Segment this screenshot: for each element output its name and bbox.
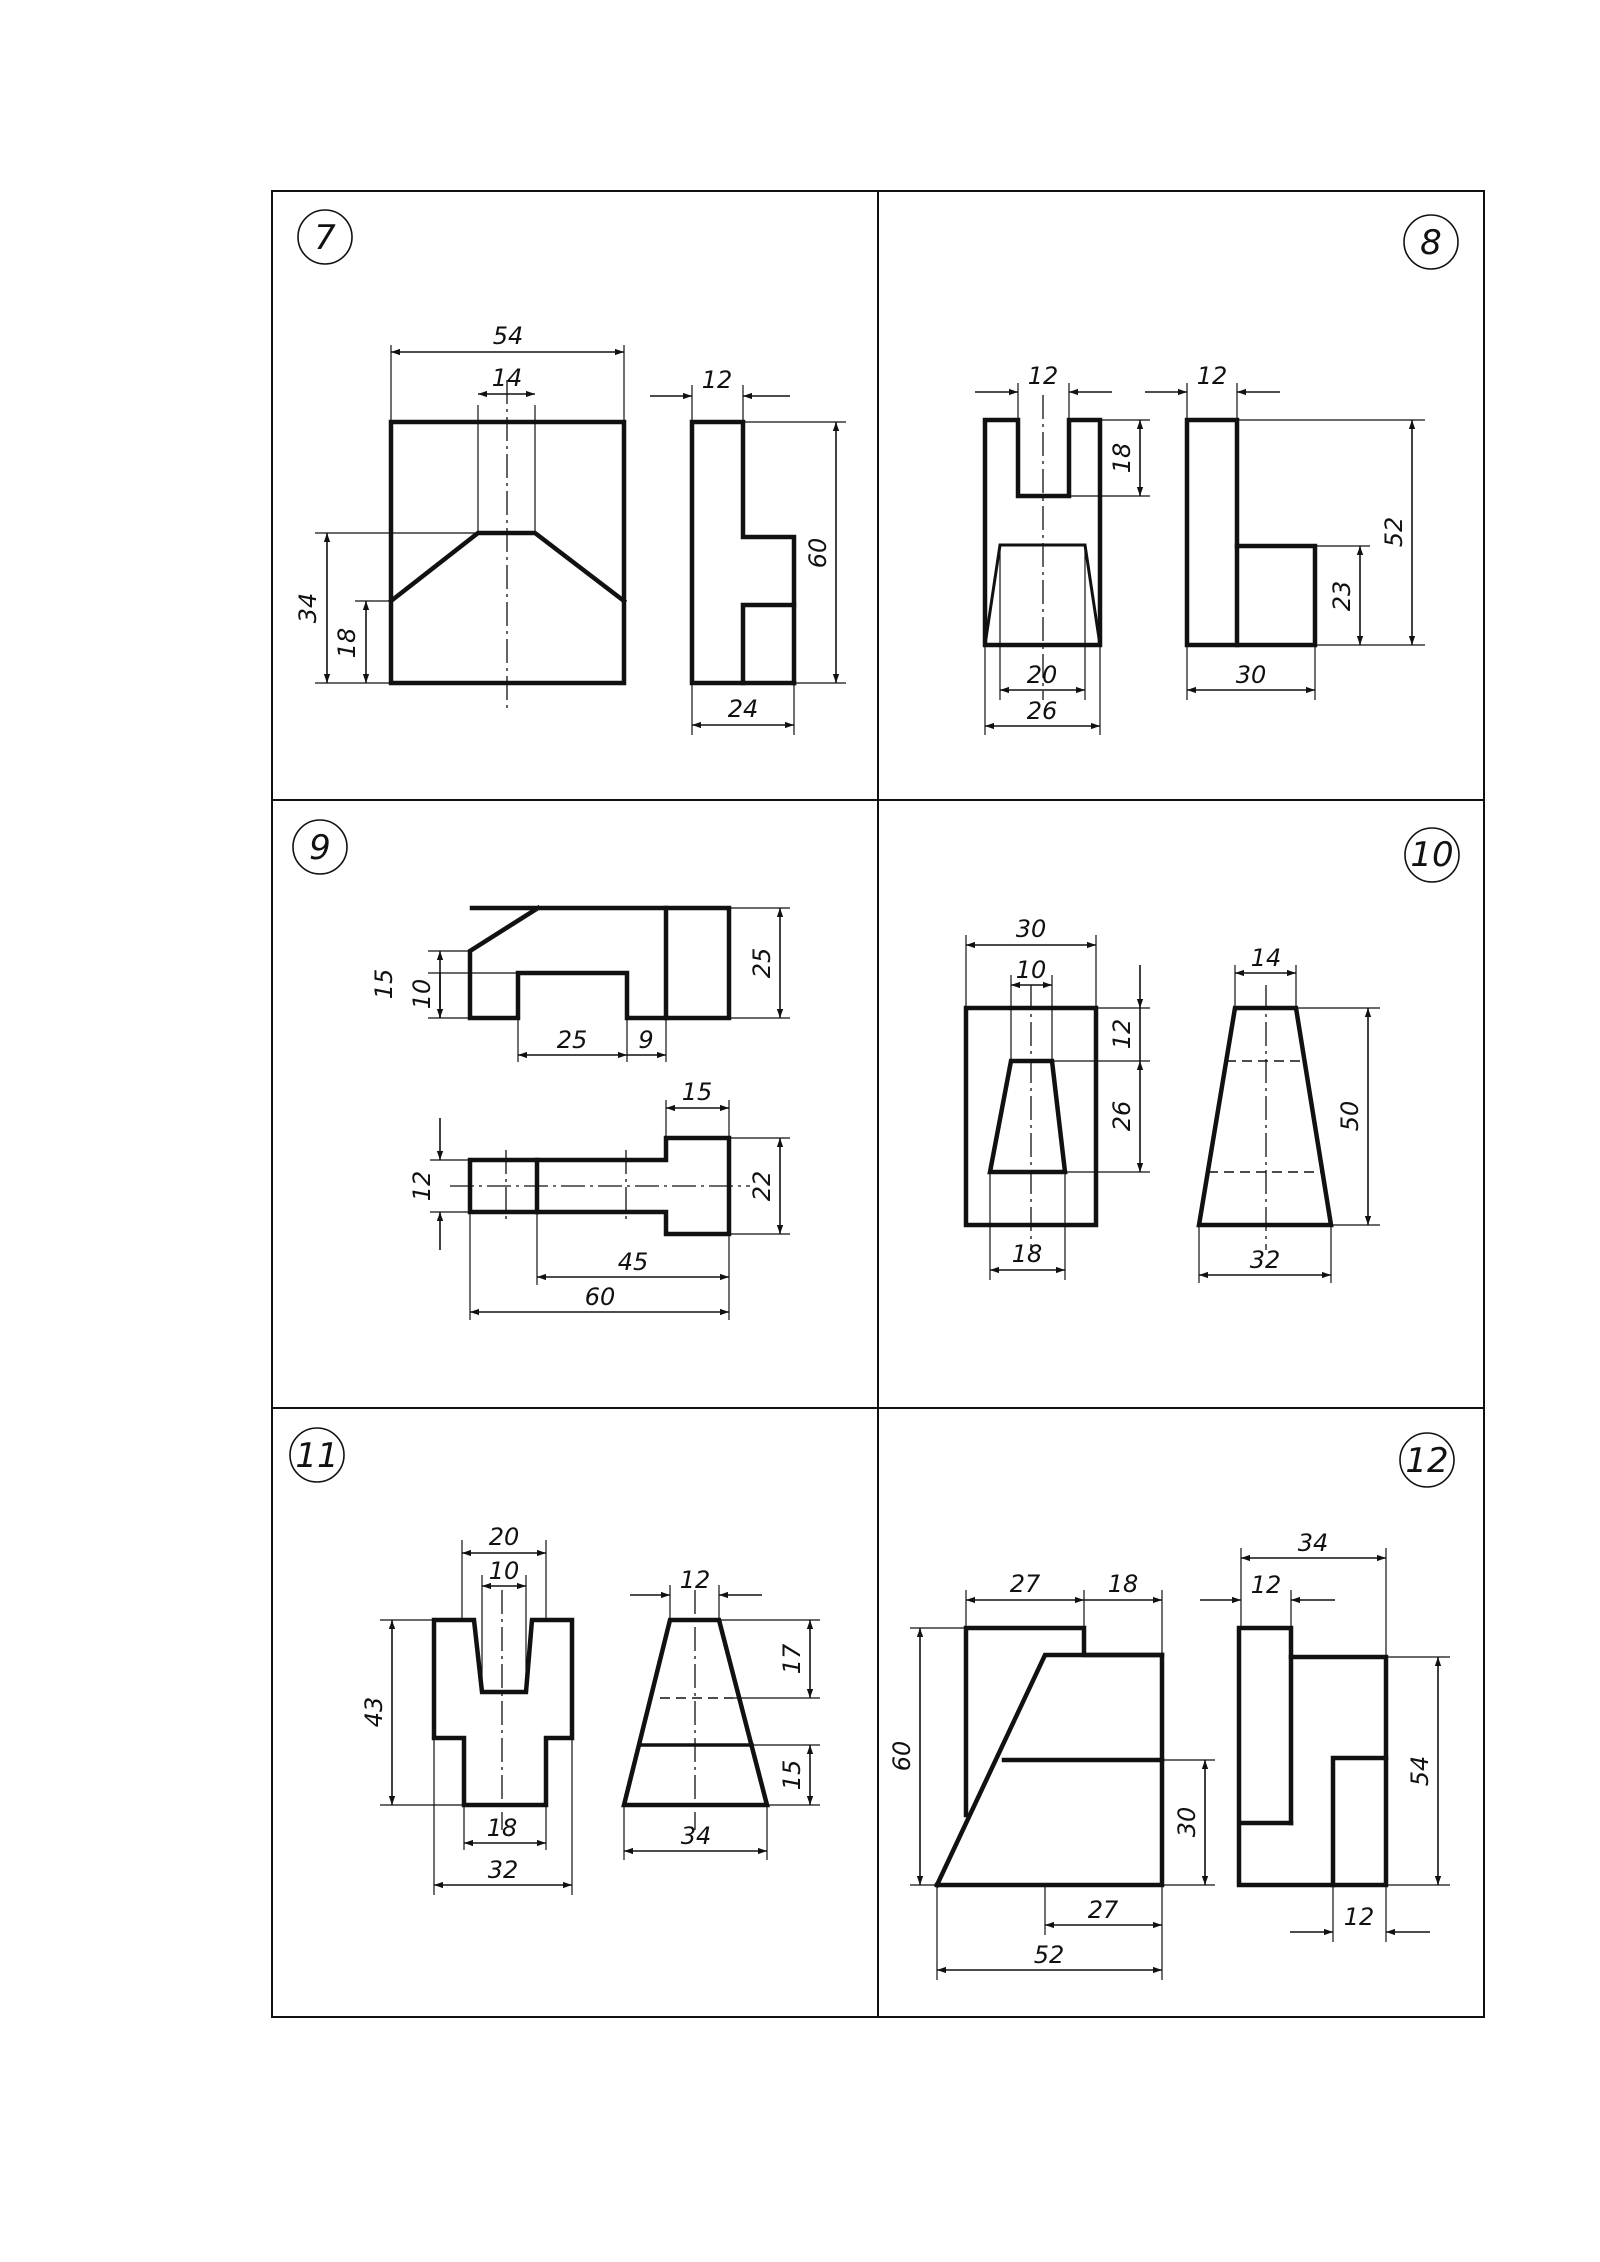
panel-7-number: 7 — [314, 218, 336, 258]
panel-7-number-circle — [297, 209, 353, 265]
dim-10-50: 50 — [1336, 1101, 1364, 1132]
dim-7-14: 14 — [492, 364, 523, 392]
dim-10-26: 26 — [1108, 1101, 1136, 1132]
panel-8-number-circle — [1403, 214, 1459, 270]
panel-9: 9 15 10 25 25 9 — [292, 819, 790, 1320]
dim-11-20: 20 — [489, 1523, 520, 1551]
panel-12-front-view — [934, 1625, 1165, 1888]
dim-10-18: 18 — [1012, 1240, 1043, 1268]
dim-7-34: 34 — [294, 593, 322, 624]
dim-9-45: 45 — [618, 1248, 649, 1276]
panel-10: 10 30 10 12 26 — [963, 827, 1460, 1283]
dim-12-27-top: 27 — [1010, 1570, 1041, 1598]
dim-12-54: 54 — [1406, 1756, 1434, 1787]
dim-12-12-top: 12 — [1251, 1571, 1282, 1599]
panel-8-side-view — [1184, 417, 1318, 648]
dim-7-12: 12 — [702, 366, 733, 394]
dim-12-30: 30 — [1173, 1807, 1201, 1838]
dim-7-54: 54 — [493, 322, 524, 350]
panel-10-number: 10 — [1410, 835, 1453, 875]
dim-12-12-bottom: 12 — [1344, 1903, 1375, 1931]
dim-8-26: 26 — [1027, 697, 1058, 725]
dim-10-32: 32 — [1250, 1246, 1281, 1274]
dim-8-12-side: 12 — [1197, 362, 1228, 390]
dim-10-14: 14 — [1251, 944, 1282, 972]
dim-11-17: 17 — [778, 1643, 806, 1674]
panel-11-front-view — [431, 1590, 575, 1830]
panel-9-top-view — [450, 1135, 750, 1237]
dim-10-10: 10 — [1016, 956, 1047, 984]
panel-11-number-circle — [289, 1427, 345, 1483]
panel-12-number-circle — [1399, 1432, 1455, 1488]
sheet-frame — [271, 190, 1485, 2018]
dim-10-12: 12 — [1108, 1019, 1136, 1050]
dim-12-52: 52 — [1034, 1941, 1065, 1969]
dim-8-20: 20 — [1027, 661, 1058, 689]
dim-7-24: 24 — [728, 695, 759, 723]
panel-9-number: 9 — [309, 828, 331, 868]
dim-12-60: 60 — [888, 1741, 916, 1772]
dim-12-18: 18 — [1108, 1570, 1139, 1598]
dim-9-12: 12 — [408, 1171, 436, 1202]
dim-9-10: 10 — [408, 979, 436, 1010]
dim-12-27-bottom: 27 — [1088, 1896, 1119, 1924]
panel-11-side-view — [621, 1590, 770, 1830]
panel-12-side-view — [1236, 1625, 1389, 1888]
dim-8-52: 52 — [1380, 517, 1408, 548]
panel-11: 11 20 10 43 18 3 — [289, 1427, 820, 1895]
panel-10-side-view — [1196, 985, 1334, 1250]
dim-12-34: 34 — [1298, 1529, 1329, 1557]
dim-9-60: 60 — [585, 1283, 616, 1311]
panel-10-front-view — [963, 985, 1099, 1250]
dim-10-30: 30 — [1016, 915, 1047, 943]
dim-8-18: 18 — [1108, 443, 1136, 474]
panel-12-number: 12 — [1405, 1441, 1448, 1481]
panel-9-number-circle — [292, 819, 348, 875]
panel-8-front-view — [982, 395, 1103, 700]
dim-9-22: 22 — [748, 1171, 776, 1202]
panel-7: 7 54 14 12 34 — [294, 209, 846, 735]
panel-9-front-view — [467, 904, 732, 1021]
dim-11-15: 15 — [778, 1760, 806, 1791]
dim-11-10: 10 — [489, 1557, 520, 1585]
dim-8-12-front: 12 — [1028, 362, 1059, 390]
dim-9-25-vertical: 25 — [748, 948, 776, 979]
dim-11-32: 32 — [488, 1856, 519, 1884]
dim-11-43: 43 — [360, 1697, 388, 1728]
dim-7-18: 18 — [333, 628, 361, 659]
dim-9-15-top: 15 — [682, 1078, 713, 1106]
dim-9-9: 9 — [638, 1026, 653, 1054]
dim-9-25-horizontal: 25 — [557, 1026, 588, 1054]
dim-11-12: 12 — [680, 1566, 711, 1594]
dim-7-60: 60 — [804, 538, 832, 569]
dim-11-18: 18 — [487, 1814, 518, 1842]
dim-8-23: 23 — [1328, 581, 1356, 612]
panel-8-number: 8 — [1420, 223, 1442, 263]
panel-10-number-circle — [1404, 827, 1460, 883]
dim-8-30: 30 — [1236, 661, 1267, 689]
panel-12: 12 27 18 60 30 — [888, 1432, 1455, 1980]
dim-11-34: 34 — [681, 1822, 712, 1850]
panel-8: 8 12 12 18 52 — [975, 214, 1459, 735]
panel-7-front-view — [387, 380, 628, 710]
panel-11-number: 11 — [295, 1436, 338, 1476]
panel-7-side-view — [689, 419, 797, 686]
dim-9-15-left: 15 — [370, 969, 398, 1000]
